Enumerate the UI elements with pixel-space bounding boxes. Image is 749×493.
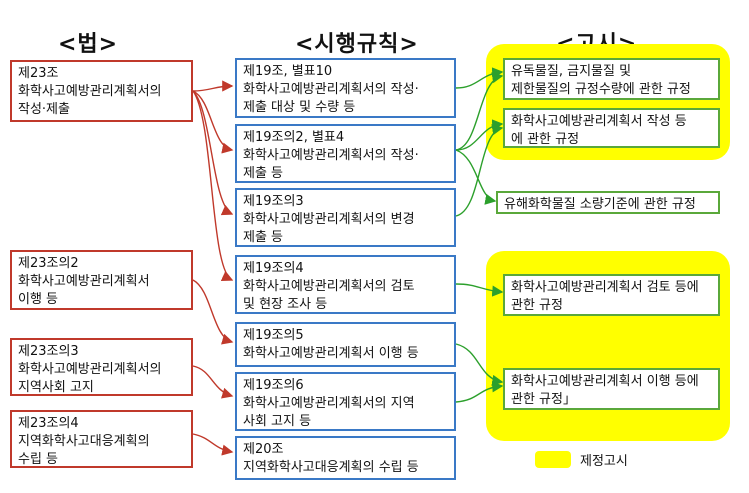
law-article-23-4-line: 지역화학사고대응계획의 (18, 434, 150, 449)
rule-article-19-line: 화학사고예방관리계획서의 작성· (243, 82, 419, 97)
rule-article-19-2: 제19조의2, 별표4 화학사고예방관리계획서의 작성· 제출 등 (235, 124, 456, 183)
rule-article-19-6-line: 화학사고예방관리계획서의 지역 (243, 396, 415, 411)
rule-article-19-4: 제19조의4 화학사고예방관리계획서의 검토 및 현장 조사 등 (235, 255, 456, 314)
legend-label: 제정고시 (580, 454, 628, 469)
arrow-rule2-notice3 (455, 149, 497, 205)
arrow-rule3-notice2 (455, 124, 504, 217)
rule-article-19-4-line: 화학사고예방관리계획서의 검토 (243, 279, 415, 294)
arrow-rule2-notice1 (455, 72, 504, 151)
notice-plan-implementation-regulation: 화학사고예방관리계획서 이행 등에 관한 규정」 (503, 368, 720, 410)
rule-article-19-3-title: 제19조의3 (243, 194, 304, 209)
rule-article-19-5-line: 화학사고예방관리계획서 이행 등 (243, 346, 419, 361)
law-article-23-2: 제23조의2 화학사고예방관리계획서 이행 등 (10, 250, 193, 310)
rule-article-20: 제20조 지역화학사고대응계획의 수립 등 (235, 436, 456, 480)
rule-article-19-5: 제19조의5 화학사고예방관리계획서 이행 등 (235, 322, 456, 367)
rule-article-19-2-line: 제출 등 (243, 166, 284, 181)
arrow-law2-rule5 (192, 279, 234, 345)
notice-quantity-regulation: 유독물질, 금지물질 및 제한물질의 규정수량에 관한 규정 (503, 58, 720, 100)
arrow-law1-rule2 (192, 90, 234, 154)
law-article-23-3: 제23조의3 화학사고예방관리계획서의 지역사회 고지 (10, 338, 193, 396)
arrow-law1-rule1 (192, 80, 234, 92)
rule-article-19-4-line: 및 현장 조사 등 (243, 297, 328, 312)
rule-article-19-line: 제출 대상 및 수량 등 (243, 100, 356, 115)
law-article-23-line: 화학사고예방관리계획서의 (18, 84, 162, 99)
arrow-rule6-notice5 (455, 381, 504, 403)
arrow-law1-rule3 (192, 90, 234, 216)
rule-header: <시행규칙> (295, 32, 419, 57)
rule-article-19-3-line: 화학사고예방관리계획서의 변경 (243, 212, 415, 227)
arrow-rule4-notice4 (455, 283, 504, 297)
arrow-law1-rule4 (192, 90, 234, 281)
notice-small-quantity-regulation: 유해화학물질 소량기준에 관한 규정 (496, 191, 720, 214)
notice-plan-review-regulation-line: 화학사고예방관리계획서 검토 등에 (511, 280, 699, 295)
arrow-law3-rule6 (192, 365, 234, 399)
rule-article-19: 제19조, 별표10 화학사고예방관리계획서의 작성· 제출 대상 및 수량 등 (235, 58, 456, 118)
rule-article-19-3-line: 제출 등 (243, 230, 284, 245)
rule-article-19-2-title: 제19조의2, 별표4 (243, 130, 345, 145)
law-header: <법> (58, 32, 119, 57)
law-article-23-4: 제23조의4 지역화학사고대응계획의 수립 등 (10, 410, 193, 468)
notice-quantity-regulation-line: 제한물질의 규정수량에 관한 규정 (511, 82, 691, 97)
notice-plan-writing-regulation-line: 화학사고예방관리계획서 작성 등 (511, 114, 687, 129)
law-article-23-line: 작성·제출 (18, 102, 70, 117)
rule-article-19-4-title: 제19조의4 (243, 261, 304, 276)
arrow-law4-rule7 (192, 433, 234, 456)
law-article-23-4-line: 수립 등 (18, 452, 59, 467)
law-article-23-3-title: 제23조의3 (18, 344, 79, 359)
rule-article-20-line: 지역화학사고대응계획의 수립 등 (243, 460, 419, 475)
law-article-23-3-line: 지역사회 고지 (18, 380, 94, 395)
rule-article-19-2-line: 화학사고예방관리계획서의 작성· (243, 148, 419, 163)
rule-article-19-5-title: 제19조의5 (243, 328, 304, 343)
notice-small-quantity-regulation-line: 유해화학물질 소량기준에 관한 규정 (504, 197, 696, 212)
notice-plan-review-regulation-line: 관한 규정 (511, 298, 563, 313)
notice-plan-implementation-regulation-line: 화학사고예방관리계획서 이행 등에 (511, 374, 699, 389)
legend-swatch (535, 451, 571, 468)
arrow-rule5-notice5 (455, 343, 504, 386)
law-article-23-3-line: 화학사고예방관리계획서의 (18, 362, 162, 377)
law-article-23-2-line: 화학사고예방관리계획서 (18, 274, 150, 289)
law-article-23-2-line: 이행 등 (18, 292, 59, 307)
notice-plan-writing-regulation-line: 에 관한 규정 (511, 132, 580, 147)
notice-plan-review-regulation: 화학사고예방관리계획서 검토 등에 관한 규정 (503, 274, 720, 316)
notice-plan-implementation-regulation-line: 관한 규정」 (511, 392, 576, 407)
rule-article-20-title: 제20조 (243, 442, 284, 457)
rule-article-19-6-title: 제19조의6 (243, 378, 304, 393)
law-article-23-4-title: 제23조의4 (18, 416, 79, 431)
notice-quantity-regulation-line: 유독물질, 금지물질 및 (511, 64, 632, 79)
rule-article-19-6: 제19조의6 화학사고예방관리계획서의 지역 사회 고지 등 (235, 372, 456, 431)
rule-article-19-3: 제19조의3 화학사고예방관리계획서의 변경 제출 등 (235, 188, 456, 247)
law-article-23: 제23조 화학사고예방관리계획서의 작성·제출 (10, 60, 193, 122)
notice-plan-writing-regulation: 화학사고예방관리계획서 작성 등 에 관한 규정 (503, 108, 720, 148)
rule-article-19-title: 제19조, 별표10 (243, 64, 333, 79)
law-article-23-title: 제23조 (18, 66, 59, 81)
law-article-23-2-title: 제23조의2 (18, 256, 79, 271)
rule-article-19-6-line: 사회 고지 등 (243, 414, 312, 429)
